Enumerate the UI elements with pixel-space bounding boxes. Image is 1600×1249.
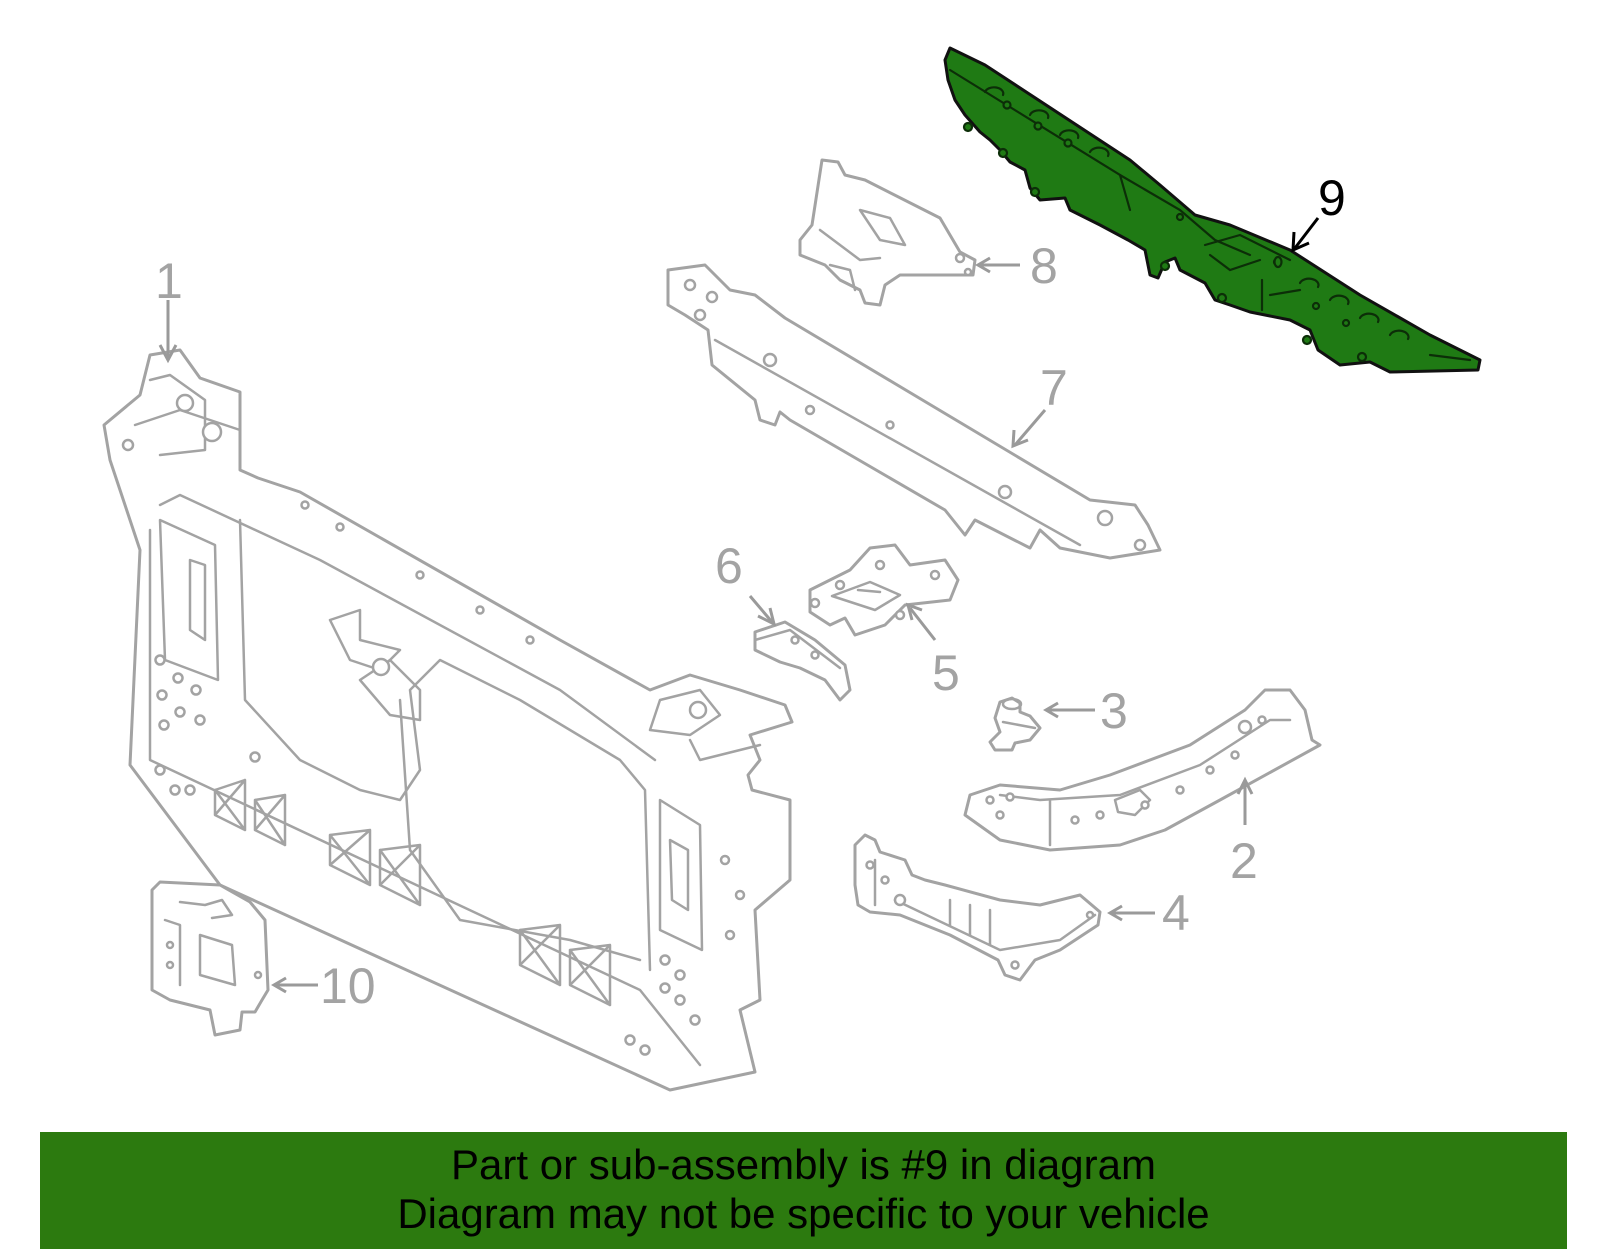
- part-1-radiator-support[interactable]: [102, 348, 794, 1092]
- banner-line-1: Part or sub-assembly is #9 in diagram: [451, 1141, 1156, 1188]
- leader-lines: [158, 217, 1320, 994]
- part-6-bracket[interactable]: [753, 620, 852, 702]
- part-2-lower-member[interactable]: [963, 688, 1322, 852]
- callout-1: 1: [155, 253, 183, 309]
- part-4-lower-bracket[interactable]: [853, 833, 1102, 982]
- parts-diagram: 1 2 3 4 5 6 7 8 9 10: [102, 46, 1482, 1092]
- callout-10: 10: [320, 958, 376, 1014]
- part-9-upper-shroud[interactable]: [943, 46, 1482, 374]
- callout-7: 7: [1040, 360, 1068, 416]
- part-3-clip[interactable]: [988, 696, 1042, 752]
- callout-5: 5: [932, 645, 960, 701]
- callout-3: 3: [1100, 683, 1128, 739]
- callout-labels: 1 2 3 4 5 6 7 8 9 10: [155, 170, 1346, 1014]
- part-info-banner: Part or sub-assembly is #9 in diagram Di…: [40, 1132, 1567, 1249]
- callout-4: 4: [1162, 885, 1190, 941]
- callout-6: 6: [715, 538, 743, 594]
- banner-line-2: Diagram may not be specific to your vehi…: [397, 1190, 1210, 1237]
- callout-9: 9: [1318, 170, 1346, 226]
- callout-8: 8: [1030, 238, 1058, 294]
- part-10-sensor-module[interactable]: [150, 880, 270, 1037]
- part-5-plate-bracket[interactable]: [808, 543, 960, 637]
- part-8-hood-latch-bracket[interactable]: [798, 158, 977, 307]
- callout-2: 2: [1230, 833, 1258, 889]
- part-7-upper-tie-bar[interactable]: [666, 263, 1162, 560]
